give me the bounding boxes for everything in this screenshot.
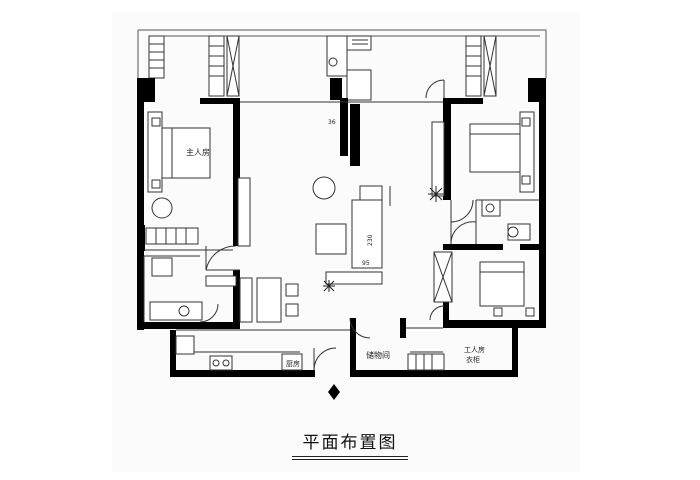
drawing-title: 平面布置图	[302, 433, 398, 453]
living-room-furniture	[312, 121, 445, 285]
storage-room-label: 储物间	[366, 350, 390, 360]
kitchen-label: 厨房	[286, 359, 300, 368]
master-bedroom-label: 主人房	[186, 147, 210, 157]
second-bedroom-label-1: 工人房	[464, 345, 485, 354]
column-dimension: 36	[328, 119, 336, 126]
title-underline-double	[292, 459, 408, 460]
interior-partitions	[143, 101, 539, 353]
sofa-depth-dimension: 95	[362, 260, 370, 267]
sofa-length-dimension: 230	[367, 234, 374, 246]
dining-kitchen-furniture	[149, 257, 303, 371]
entrance-arrow	[328, 384, 340, 400]
second-bedroom-label-2: 衣柜	[466, 355, 480, 364]
plant-icons	[323, 186, 444, 292]
title-underline	[292, 456, 408, 457]
master-bedroom-furniture	[145, 111, 251, 247]
right-rooms-furniture	[407, 111, 535, 371]
door-swings	[199, 79, 477, 371]
top-window-frames	[148, 35, 497, 101]
